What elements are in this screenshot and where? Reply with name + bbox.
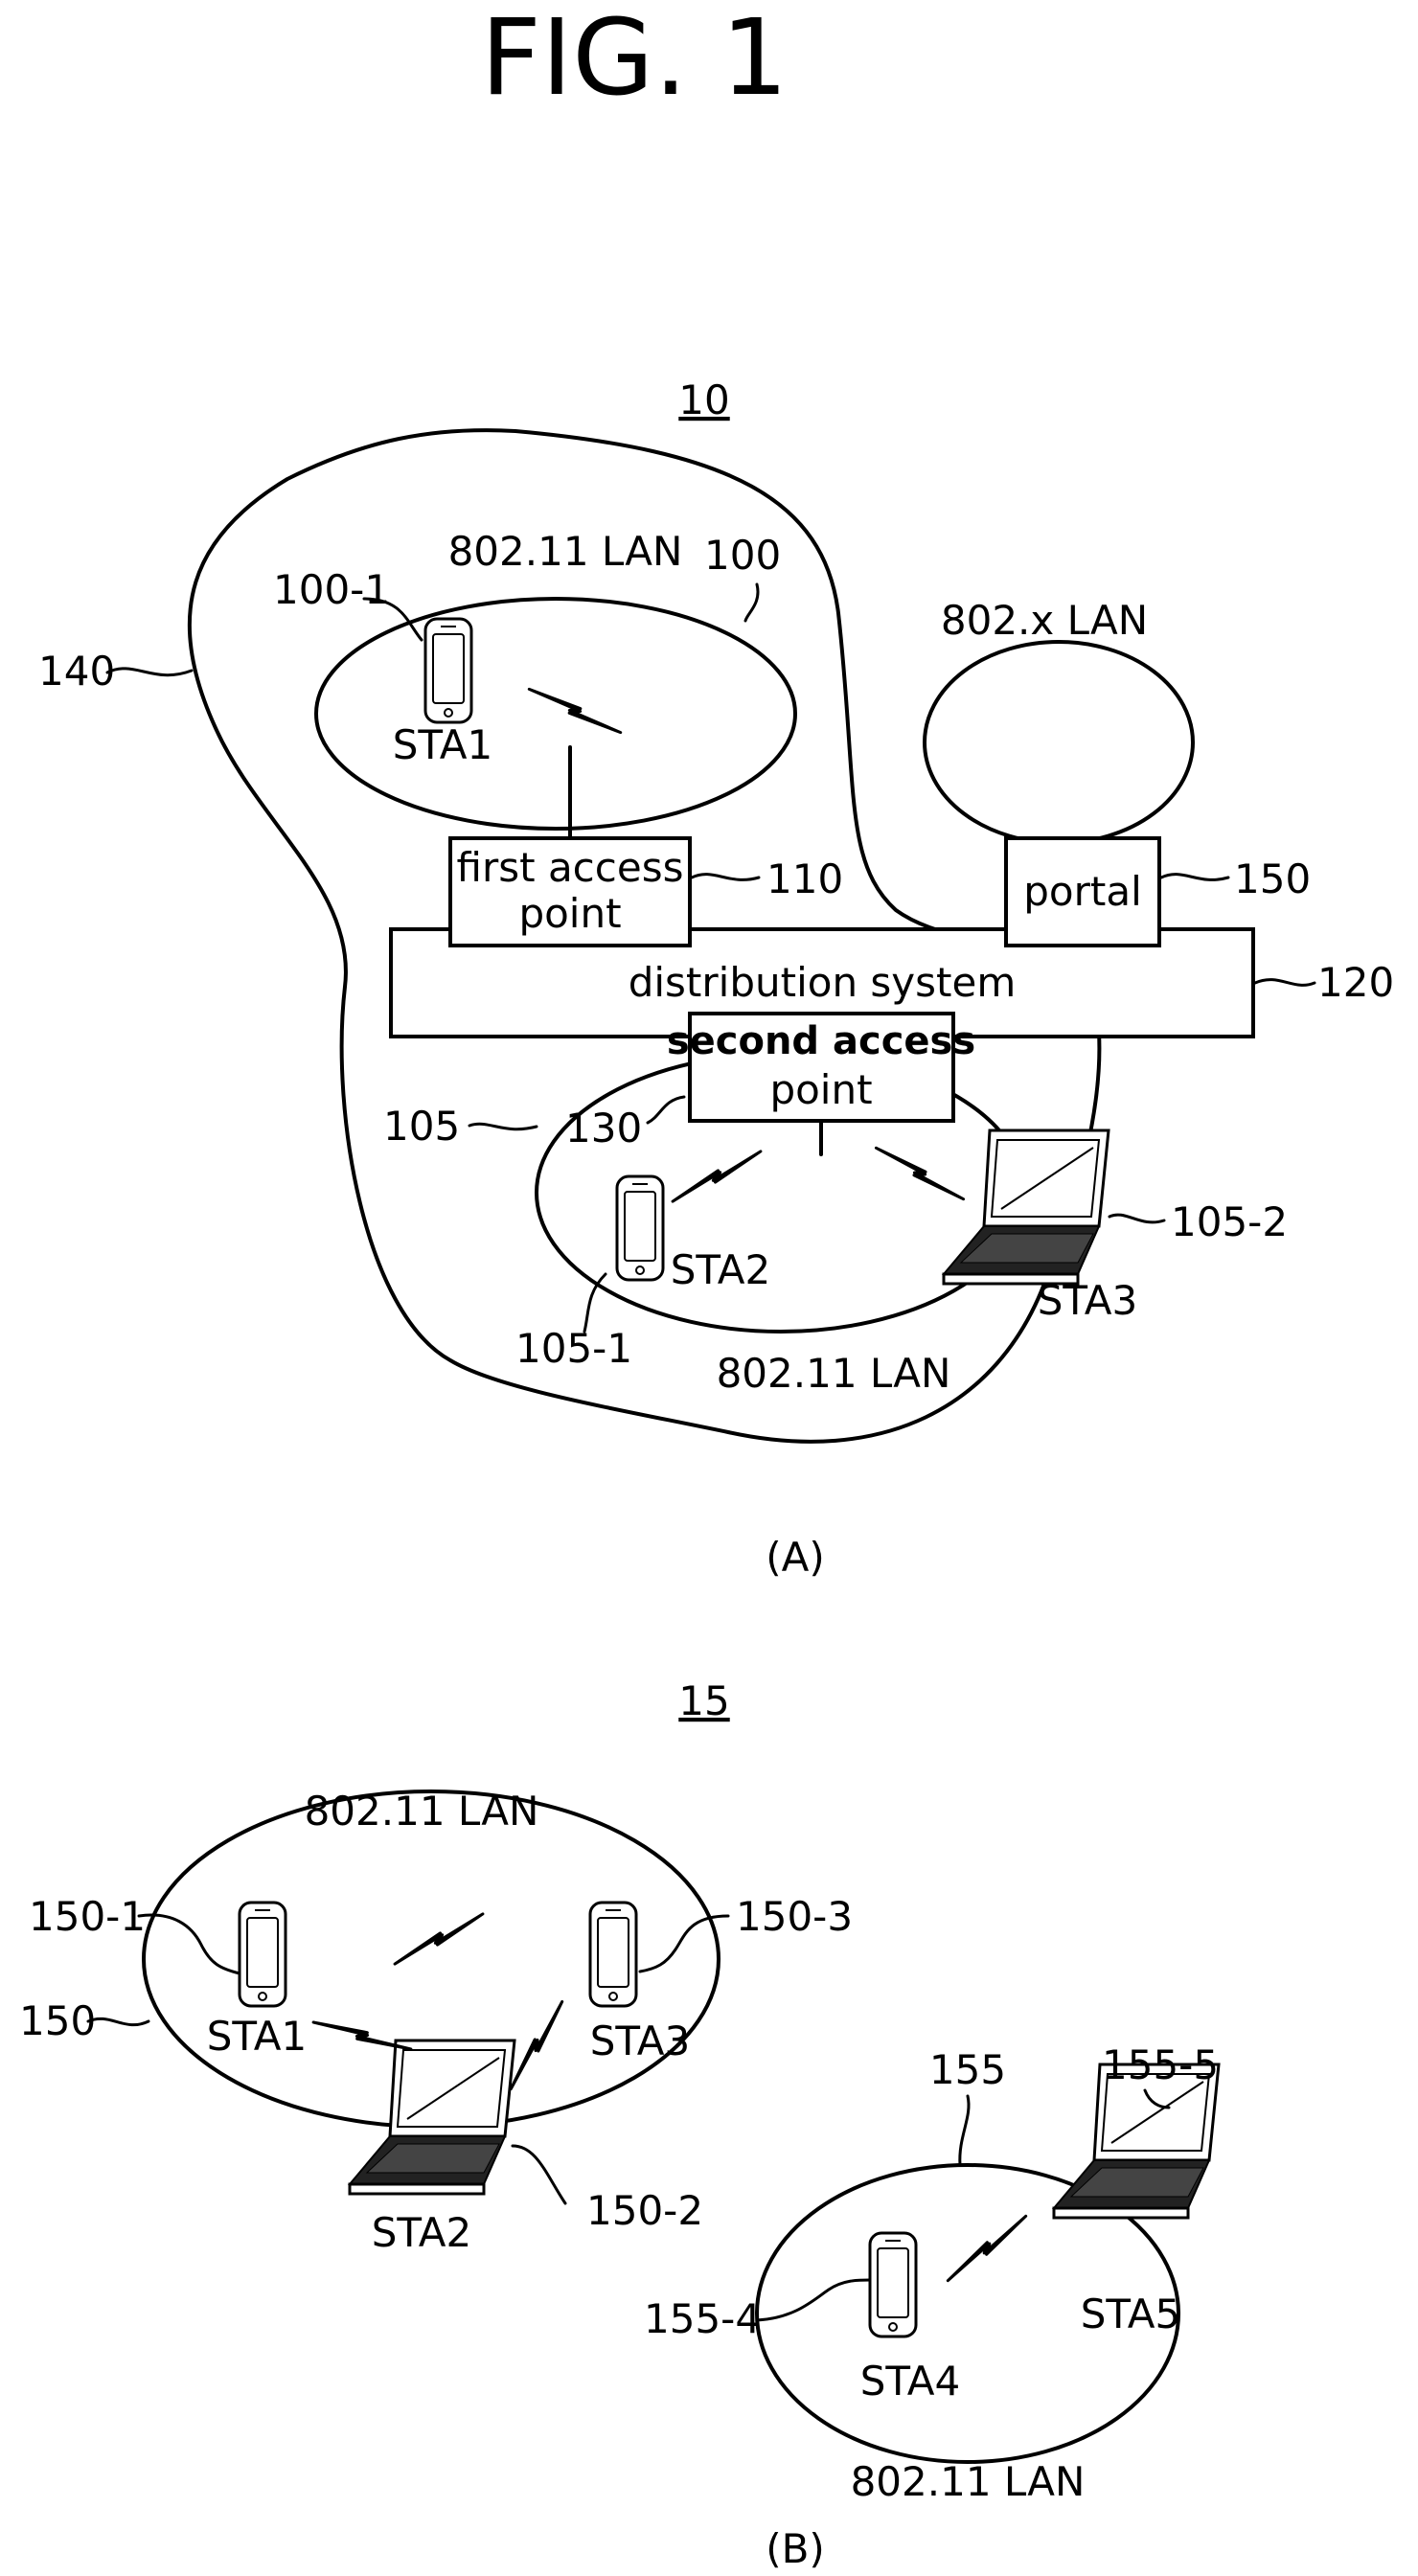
portal-label: portal [1023, 868, 1142, 915]
ess-ref: 140 [38, 648, 115, 695]
leader-line [469, 1124, 537, 1128]
b-sta4-label: STA4 [860, 2358, 961, 2405]
sta1-label: STA1 [393, 721, 493, 768]
caption-a: (A) [766, 1534, 825, 1581]
b-ibss2-ref: 155 [929, 2046, 1006, 2093]
caption-b: (B) [766, 2525, 825, 2572]
lan-label-bottom: 802.11 LAN [717, 1350, 951, 1397]
leader-line [107, 669, 192, 675]
figure-title: FIG. 1 [481, 0, 789, 119]
sta3-label: STA3 [1038, 1277, 1138, 1324]
b-sta1-ref: 150-1 [29, 1893, 146, 1940]
sta1-phone-icon [240, 1903, 286, 2006]
leader-line [648, 1097, 684, 1123]
leader-line [1109, 1215, 1164, 1222]
ds-label: distribution system [629, 959, 1017, 1006]
first-ap-label-2: point [518, 890, 621, 937]
leader-line [960, 2096, 969, 2165]
second-ap-label-1: second access [667, 1019, 975, 1063]
b-sta2-label: STA2 [372, 2209, 472, 2256]
sta4-phone-icon [870, 2233, 916, 2337]
xlan-label: 802.x LAN [941, 597, 1148, 644]
sta2-label: STA2 [671, 1246, 771, 1293]
second-ap-label-2: point [769, 1066, 872, 1113]
sta2-phone-icon [617, 1176, 663, 1280]
bss2-ref: 105 [383, 1103, 460, 1150]
sta3-laptop-icon [944, 1130, 1109, 1284]
wireless-link-icon [937, 2216, 1037, 2280]
b-ibss1-ref: 150 [19, 1997, 96, 2044]
second-ap-ref: 130 [565, 1105, 642, 1151]
part-a-ref: 10 [678, 376, 729, 423]
leader-line [88, 2018, 149, 2024]
ds-ref: 120 [1317, 959, 1394, 1006]
sta3-ref: 105-2 [1171, 1198, 1288, 1245]
wireless-link-icon [876, 1124, 963, 1223]
leader-line [513, 2146, 565, 2203]
first-ap-label-1: first access [457, 844, 684, 891]
sta2-ref: 105-1 [515, 1325, 632, 1372]
wireless-link-icon [669, 1151, 764, 1201]
lan1-label: 802.11 LAN [305, 1788, 539, 1835]
wireless-link-icon [529, 662, 620, 760]
b-sta3-label: STA3 [590, 2017, 691, 2064]
sta1-phone-icon [425, 619, 471, 722]
leader-line [640, 1916, 728, 1972]
xlan-ellipse [925, 642, 1193, 843]
b-sta1-label: STA1 [207, 2013, 308, 2060]
lan2-label: 802.11 LAN [851, 2458, 1086, 2505]
part-b-ref: 15 [678, 1677, 729, 1724]
sta3-phone-icon [590, 1903, 636, 2006]
portal-ref: 150 [1234, 855, 1311, 902]
leader-line [139, 1915, 240, 1973]
b-sta5-ref: 155-5 [1102, 2041, 1219, 2088]
sta1-ref: 100-1 [273, 566, 390, 613]
bss1-ellipse [316, 599, 795, 829]
wireless-link-icon [391, 1914, 486, 1964]
b-sta5-label: STA5 [1081, 2291, 1181, 2337]
sta2-laptop-icon [350, 2040, 515, 2194]
leader-line [1161, 875, 1228, 880]
b-sta4-ref: 155-4 [644, 2295, 761, 2342]
bss1-ref: 100 [704, 532, 781, 579]
leader-line [757, 2280, 870, 2320]
first-ap-ref: 110 [766, 855, 843, 902]
b-sta3-ref: 150-3 [736, 1893, 853, 1940]
leader-line [745, 584, 758, 621]
leader-line [692, 875, 759, 880]
lan-label-top: 802.11 LAN [448, 528, 683, 575]
leader-line [1255, 980, 1315, 986]
b-sta2-ref: 150-2 [586, 2187, 703, 2234]
